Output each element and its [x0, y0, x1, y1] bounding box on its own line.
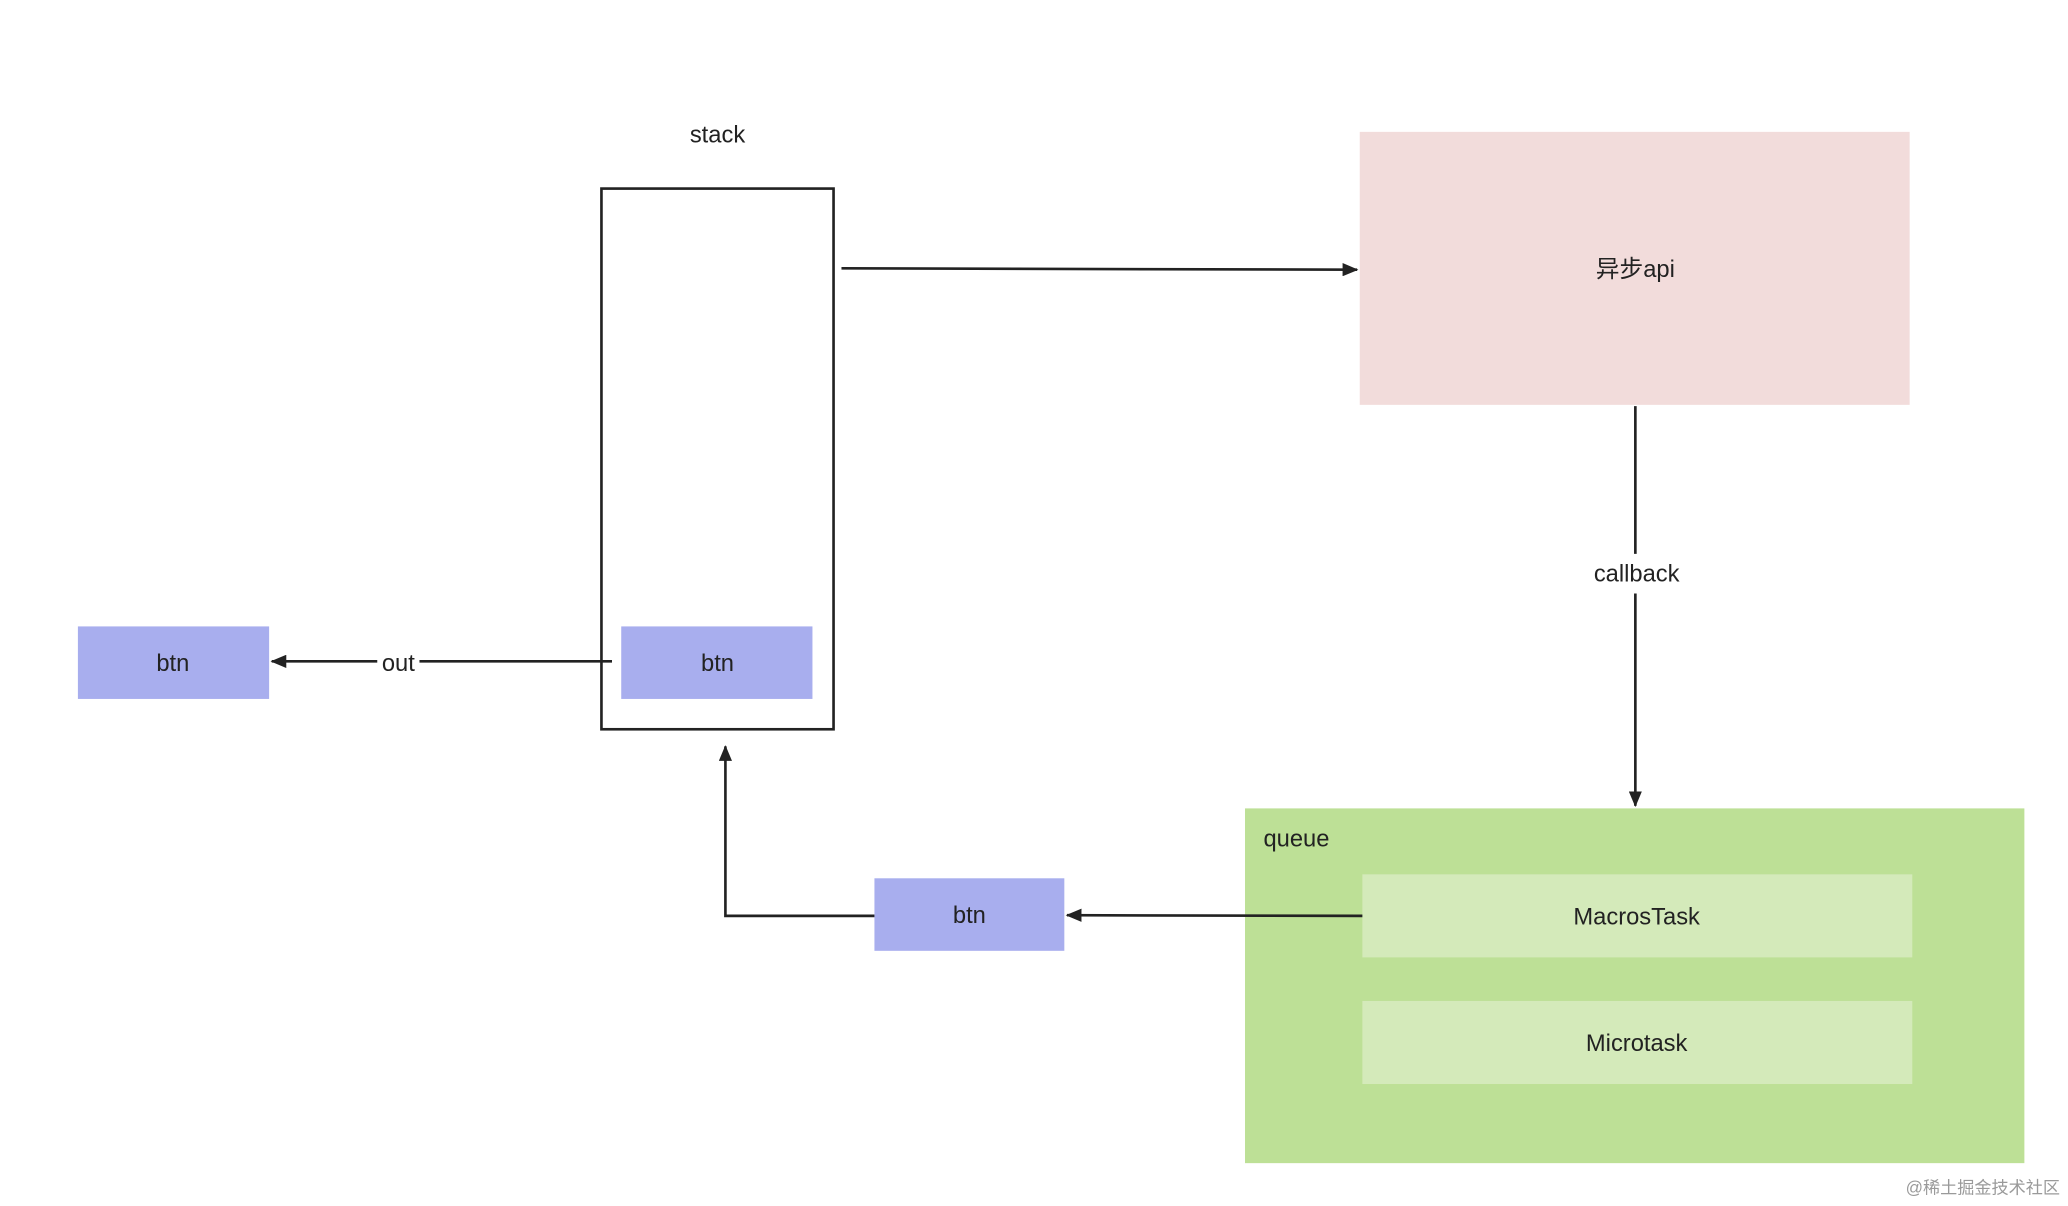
stack-to-api-arrow — [841, 263, 1359, 277]
out-btn-box — [77, 626, 270, 699]
stack-btn-box — [621, 626, 813, 699]
async-api-label: 异步api — [1596, 256, 1675, 283]
callback-label: callback — [1594, 562, 1680, 588]
queue-to-btn-arrow — [1065, 908, 1363, 922]
queue-label: queue — [1263, 827, 1329, 853]
out-btn-label: btn — [156, 651, 189, 677]
stack-label: stack — [690, 122, 745, 148]
watermark: @稀土掘金技术社区 — [1906, 1177, 2060, 1197]
macrotask-box — [1362, 874, 1913, 958]
queue-btn-label: btn — [953, 903, 986, 929]
async-api-box — [1359, 131, 1910, 405]
stack-btn-label: btn — [701, 651, 734, 677]
queue-btn-box — [874, 878, 1065, 951]
queue-box — [1245, 808, 2025, 1164]
macrotask-label: MacrosTask — [1573, 904, 1700, 930]
btn-to-stack-arrow — [718, 745, 875, 918]
microtask-box — [1362, 1000, 1913, 1085]
out-label: out — [382, 651, 415, 677]
microtask-label: Microtask — [1586, 1031, 1688, 1057]
stack-box — [600, 187, 835, 731]
